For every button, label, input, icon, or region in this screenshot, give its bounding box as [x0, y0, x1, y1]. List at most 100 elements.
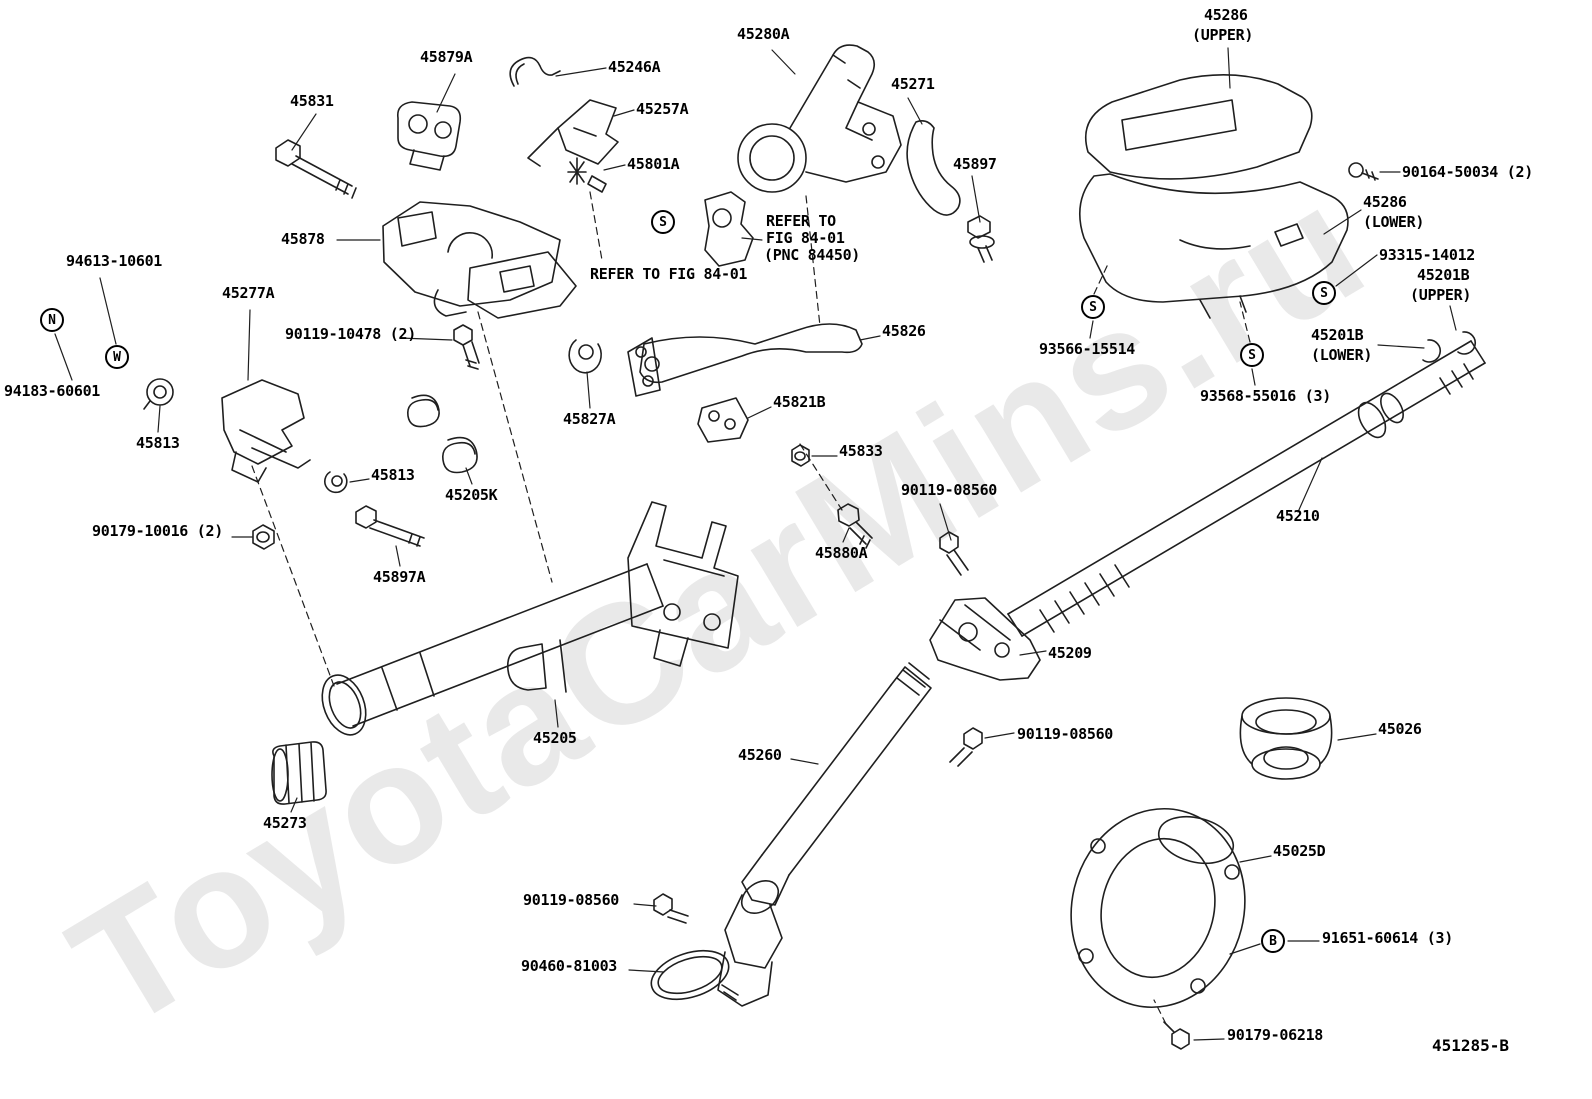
circled-b-icon: B	[1261, 929, 1285, 953]
part-bolt-90119-a	[939, 531, 969, 576]
part-label-90119-08560-a: 90119-08560	[901, 481, 998, 499]
part-clips-45201B	[1422, 331, 1477, 363]
part-hole-cover-45025D	[1070, 807, 1246, 1009]
part-label-90179-10016: 90179-10016 (2)	[92, 522, 223, 540]
part-label-45833: 45833	[839, 442, 883, 460]
refer-note-line2: FIG 84-01	[766, 229, 845, 247]
part-label-93566-15514: 93566-15514	[1039, 340, 1136, 358]
part-label-45026: 45026	[1378, 720, 1422, 738]
leader-lines	[54, 47, 1457, 1041]
part-label-45286-upper-sub: (UPPER)	[1192, 26, 1254, 44]
part-column-tube	[321, 563, 664, 736]
part-bolt-90119-10478	[453, 324, 480, 370]
part-label-90119-10478: 90119-10478 (2)	[285, 325, 416, 343]
part-label-45831: 45831	[290, 92, 334, 110]
part-label-45826: 45826	[882, 322, 926, 340]
part-label-94613-10601: 94613-10601	[66, 252, 163, 270]
part-housing-45280A	[737, 44, 902, 193]
part-upper-shaft-45210	[1007, 340, 1486, 637]
part-label-45201B-upper: 45201B	[1417, 266, 1470, 284]
part-grommet-45813-b	[324, 471, 348, 494]
part-bushing-45273	[271, 741, 327, 805]
part-label-45827A: 45827A	[563, 410, 616, 428]
part-grommet-45813-a	[143, 378, 174, 410]
part-bolt-45831	[275, 139, 357, 199]
circled-n-icon: N	[40, 308, 64, 332]
part-bracket-45277A	[221, 379, 311, 483]
part-label-45821B: 45821B	[773, 393, 826, 411]
part-label-45813-b: 45813	[371, 466, 415, 484]
part-label-45201B-lower: 45201B	[1311, 326, 1364, 344]
part-label-45801A: 45801A	[627, 155, 680, 173]
part-pin-45801A	[567, 157, 607, 193]
part-label-90164-50034: 90164-50034 (2)	[1402, 163, 1533, 181]
part-label-45880A: 45880A	[815, 544, 868, 562]
part-label-90119-08560-b: 90119-08560	[1017, 725, 1114, 743]
part-clamp-90460	[650, 949, 739, 1001]
part-bolt-90119-c	[653, 893, 689, 924]
part-bolt-45897A	[355, 505, 425, 547]
refer-note-line3: (PNC 84450)	[764, 246, 861, 264]
part-label-45897: 45897	[953, 155, 997, 173]
circled-w-icon: W	[105, 345, 129, 369]
part-lever-45271	[906, 120, 961, 216]
part-refer-bracket	[704, 191, 754, 267]
part-clip-45246A	[509, 56, 561, 87]
part-label-45260: 45260	[738, 746, 782, 764]
part-label-45879A: 45879A	[420, 48, 473, 66]
part-label-93568-55016: 93568-55016 (3)	[1200, 387, 1331, 405]
dashed-lines	[251, 191, 1251, 1025]
part-bolt-45880A	[837, 503, 873, 549]
part-column-bracket	[627, 501, 739, 667]
part-label-45201B-upper-sub: (UPPER)	[1410, 286, 1472, 304]
circled-s-icon: S	[1312, 281, 1336, 305]
part-main-shaft-45260	[717, 662, 932, 1007]
circled-s-icon: S	[651, 210, 675, 234]
part-bolt-45897	[967, 215, 995, 263]
part-label-45271: 45271	[891, 75, 935, 93]
part-label-45280A: 45280A	[737, 25, 790, 43]
part-label-45205: 45205	[533, 729, 577, 747]
part-label-45209: 45209	[1048, 644, 1092, 662]
part-label-45878: 45878	[281, 230, 325, 248]
part-cover-lower-45286	[1078, 173, 1349, 319]
part-grommet-45827A	[568, 339, 602, 374]
part-universal-joint-45209	[929, 597, 1041, 681]
part-label-45257A: 45257A	[636, 100, 689, 118]
part-label-45286-lower: 45286	[1363, 193, 1407, 211]
refer-note-2: REFER TO FIG 84-01	[590, 265, 748, 283]
part-label-90119-08560-c: 90119-08560	[523, 891, 620, 909]
part-label-45813-a: 45813	[136, 434, 180, 452]
part-label-45210: 45210	[1276, 507, 1320, 525]
part-label-45201B-lower-sub: (LOWER)	[1311, 346, 1373, 364]
part-label-45273: 45273	[263, 814, 307, 832]
part-label-45286-upper: 45286	[1204, 6, 1248, 24]
part-label-90179-06218: 90179-06218	[1227, 1026, 1324, 1044]
part-label-45246A: 45246A	[608, 58, 661, 76]
part-tilt-lever-45826	[627, 323, 863, 397]
part-boot-45026	[1239, 697, 1333, 780]
part-label-45277A: 45277A	[222, 284, 275, 302]
part-nut-90179-10016	[252, 524, 275, 550]
part-bolt-90119-b	[949, 727, 983, 767]
part-bracket-45257A	[527, 99, 619, 167]
part-screw-90164	[1348, 162, 1379, 181]
part-label-91651-60614: 91651-60614 (3)	[1322, 929, 1453, 947]
part-bolt-90179-06218	[1163, 1021, 1190, 1050]
part-clamp-45879A	[396, 101, 462, 171]
part-label-94183-60601: 94183-60601	[4, 382, 101, 400]
part-label-90460-81003: 90460-81003	[521, 957, 618, 975]
part-label-45286-lower-sub: (LOWER)	[1363, 213, 1425, 231]
part-tilt-bracket-45878	[382, 201, 577, 319]
circled-s-icon: S	[1240, 343, 1264, 367]
part-plate-45821B	[697, 397, 749, 443]
part-label-45205K: 45205K	[445, 486, 498, 504]
part-label-93315-14012: 93315-14012	[1379, 246, 1476, 264]
part-label-45025D: 45025D	[1273, 842, 1326, 860]
part-cover-upper-45286	[1084, 74, 1313, 180]
circled-s-icon: S	[1081, 295, 1105, 319]
figure-code: 451285-B	[1432, 1036, 1510, 1055]
part-nut-45833	[791, 444, 810, 467]
